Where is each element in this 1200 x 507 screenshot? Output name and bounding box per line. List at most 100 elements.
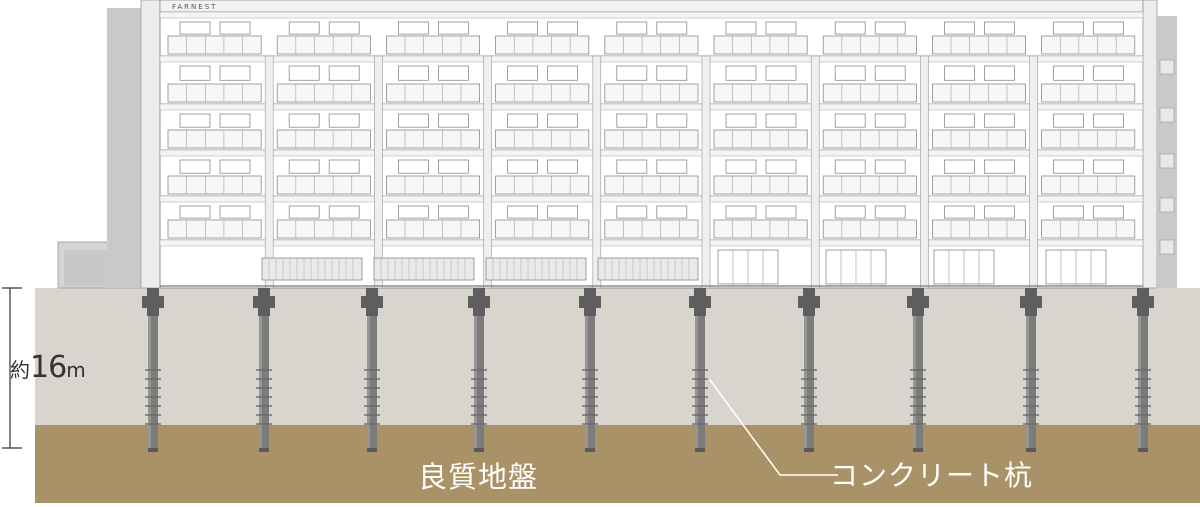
balcony-railing (932, 35, 1027, 55)
depth-bracket (2, 287, 22, 449)
pile-tip (804, 448, 814, 452)
balcony-railing (822, 129, 917, 149)
pile-cap-top (258, 288, 270, 296)
concrete-pile (1132, 288, 1154, 452)
window (1053, 113, 1084, 128)
pile-cap (579, 296, 601, 308)
window (219, 21, 251, 35)
window (765, 21, 797, 35)
concrete-pile (579, 288, 601, 452)
balcony-railing (1041, 175, 1136, 195)
pile-cap (1020, 296, 1042, 308)
window (179, 159, 211, 174)
upper-soil-layer (35, 288, 1200, 425)
concrete-pile (689, 288, 711, 452)
window (725, 205, 757, 219)
window (437, 205, 469, 219)
window (944, 159, 975, 174)
window (874, 21, 906, 35)
balcony-railing (604, 83, 699, 103)
left-side-wall (107, 8, 141, 288)
bearing-soil-layer (35, 425, 1200, 503)
pile-shaft (259, 316, 269, 452)
window (179, 205, 211, 219)
window (328, 113, 360, 128)
floor-slab (159, 103, 1144, 111)
pile-shaft (913, 316, 923, 452)
window (765, 159, 797, 174)
balcony-railing (495, 129, 590, 149)
window (834, 113, 866, 128)
pile-shaft-highlight (913, 316, 916, 452)
side-window (1159, 197, 1175, 213)
pile-cap (253, 296, 275, 308)
window (179, 21, 211, 35)
window (288, 65, 320, 81)
parking-fence (597, 257, 699, 281)
pile-cap-top (366, 288, 378, 296)
pile-shaft-highlight (367, 316, 370, 452)
floor-slab (159, 11, 1144, 19)
pile-tip (148, 448, 158, 452)
window (397, 65, 429, 81)
pile-cap (468, 296, 490, 308)
depth-value: 16 (30, 350, 67, 385)
balcony-railing (495, 35, 590, 55)
concrete-pile (468, 288, 490, 452)
window (616, 159, 648, 174)
pile-shaft-highlight (1026, 316, 1029, 452)
facade-column (1029, 55, 1038, 289)
pile-cap-bottom (912, 308, 924, 316)
pile-cap-top (584, 288, 596, 296)
window (437, 113, 469, 128)
pile-tip (1138, 448, 1148, 452)
depth-unit: m (66, 358, 86, 382)
window (219, 113, 251, 128)
window (765, 113, 797, 128)
window (507, 21, 539, 35)
facade-column (592, 55, 602, 289)
pile-shaft (695, 316, 705, 452)
balcony-railing (822, 219, 917, 239)
window (219, 205, 251, 219)
pile-tip (695, 448, 705, 452)
window (397, 21, 429, 35)
window (656, 159, 688, 174)
facade-column (483, 55, 492, 289)
window (288, 21, 320, 35)
left-stair-core (140, 0, 161, 289)
window (834, 21, 866, 35)
window (507, 205, 539, 219)
window (547, 65, 578, 81)
balcony-railing (932, 219, 1027, 239)
window (219, 159, 251, 174)
pile-shaft (1026, 316, 1036, 452)
balcony-railing (276, 129, 371, 149)
window (984, 65, 1015, 81)
balcony-railing (713, 129, 808, 149)
window (547, 205, 578, 219)
balcony-railing (385, 129, 480, 149)
window (507, 159, 539, 174)
svg-text:FARNEST: FARNEST (172, 3, 217, 11)
right-stair-core (1142, 0, 1158, 289)
pile-cap (798, 296, 820, 308)
pile-cap-bottom (1137, 308, 1149, 316)
window (397, 159, 429, 174)
pile-cap-bottom (473, 308, 485, 316)
window (328, 65, 360, 81)
balcony-railing (604, 129, 699, 149)
balcony-railing (276, 35, 371, 55)
pile-shaft-highlight (1138, 316, 1141, 452)
balcony-railing (167, 129, 262, 149)
window (984, 159, 1015, 174)
pile-tip (259, 448, 269, 452)
window (328, 159, 360, 174)
window (765, 205, 797, 219)
floor-slab (159, 149, 1144, 157)
balcony-railing (495, 83, 590, 103)
balcony-railing (604, 175, 699, 195)
balcony-railing (1041, 83, 1136, 103)
